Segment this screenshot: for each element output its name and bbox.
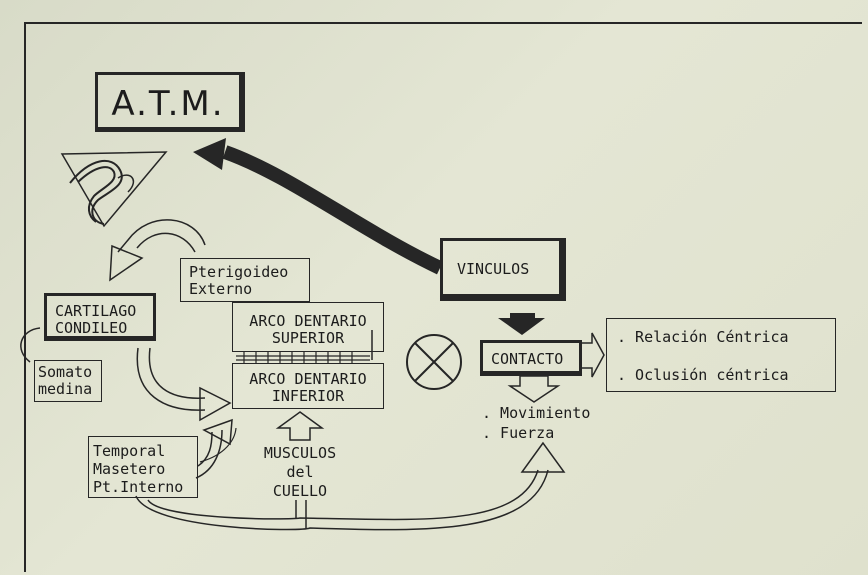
musculos-cuello-label: MUSCULOS del CUELLO	[263, 444, 337, 500]
effect-movimiento: . Movimiento	[482, 404, 591, 422]
relacion-item-2: . Oclusión céntrica	[617, 366, 789, 384]
somato-to-cartilago-arrow	[20, 327, 41, 363]
diagram-frame	[24, 22, 862, 572]
somato-label: Somato medina	[38, 363, 93, 398]
bottom-feedback-arrowhead	[520, 441, 566, 473]
arco-superior-label: ARCO DENTARIO SUPERIOR	[249, 312, 367, 347]
vinculos-to-atm-arrow	[222, 145, 444, 275]
pterigoideo-box: Pterigoideo Externo	[180, 258, 310, 302]
pterigoideo-label: Pterigoideo Externo	[189, 263, 289, 298]
bottom-feedback-line	[147, 469, 539, 521]
temporal-label: Temporal Masetero Pt.Interno	[93, 442, 184, 496]
temporal-to-arco-arrow	[195, 429, 223, 479]
contacto-to-relacion-arrow	[579, 332, 605, 378]
vinculos-box: VINCULOS	[440, 238, 566, 301]
arco-inferior-label: ARCO DENTARIO INFERIOR	[249, 370, 367, 405]
vinculos-to-contacto-arrow	[498, 313, 545, 335]
joint-sketch-icon	[60, 151, 168, 228]
cartilago-label: CARTILAGO CONDILEO	[55, 302, 137, 337]
contacto-box: CONTACTO	[480, 340, 582, 376]
triangle-to-cartilago-arrow	[117, 219, 206, 253]
vinculos-to-atm-arrowhead	[193, 138, 226, 170]
teeth-contact-line	[236, 352, 370, 364]
arco-inferior-box: ARCO DENTARIO INFERIOR	[232, 363, 384, 409]
effect-fuerza: . Fuerza	[482, 424, 555, 442]
relacion-box: . Relación Céntrica . Oclusión céntrica	[606, 318, 836, 392]
vinculos-label: VINCULOS	[457, 260, 530, 278]
contacto-label: CONTACTO	[491, 350, 564, 368]
contacto-to-movimiento-arrow	[507, 375, 561, 403]
musculos-up-arrow	[275, 411, 325, 441]
atm-title-box: A.T.M.	[95, 72, 245, 132]
cartilago-to-arco-arrow	[136, 347, 206, 411]
cartilago-box: CARTILAGO CONDILEO	[44, 293, 156, 341]
arco-superior-box: ARCO DENTARIO SUPERIOR	[232, 302, 384, 352]
temporal-box: Temporal Masetero Pt.Interno	[88, 436, 198, 498]
relacion-item-1: . Relación Céntrica	[617, 328, 789, 346]
somato-box: Somato medina	[34, 360, 102, 402]
circle-cross-icon	[406, 334, 462, 390]
atm-title: A.T.M.	[111, 84, 225, 124]
